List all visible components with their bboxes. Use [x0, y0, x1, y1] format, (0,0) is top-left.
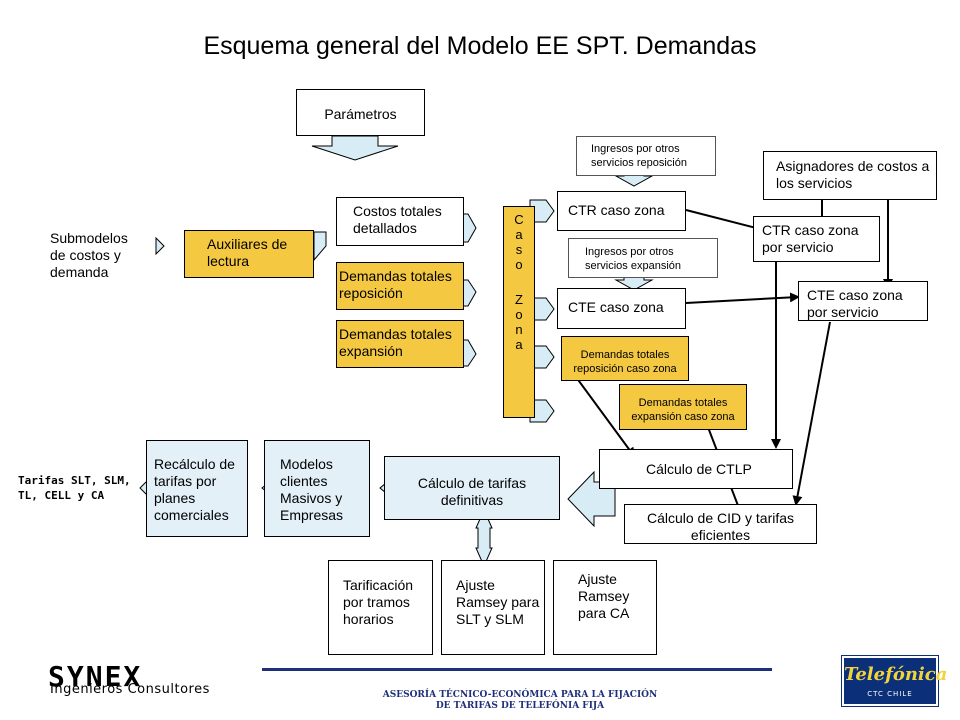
recalculo-label: Recálculo de tarifas por planes comercia… [154, 456, 235, 523]
tarifas-output-line1: Tarifas SLT, SLM, [18, 474, 131, 487]
cz-letter-5: Z [515, 292, 523, 307]
chevron-submodelos [155, 236, 165, 256]
cte-por-servicio-label: CTE caso zona por servicio [807, 287, 903, 320]
parametros-label: Parámetros [324, 106, 397, 122]
calculo-cid-label: Cálculo de CID y tarifas eficientes [646, 510, 795, 543]
ingresos-reposicion-box: Ingresos por otros servicios reposición [576, 136, 716, 176]
dem-exp-caso-zona-box: Demandas totales expansión caso zona [619, 384, 747, 430]
submodelos-label: Submodelos de costos y demanda [50, 230, 128, 280]
caso-zona-letters: C a s o Z o n a [509, 212, 529, 352]
demandas-reposicion-box: Demandas totales reposición [336, 262, 464, 310]
cte-caso-zona-label: CTE caso zona [568, 299, 664, 315]
footer-divider [262, 668, 772, 671]
asignadores-label: Asignadores de costos a los servicios [776, 158, 930, 191]
dem-exp-caso-zona-label: Demandas totales expansión caso zona [631, 397, 735, 423]
ajuste-slt-box: Ajuste Ramsey para SLT y SLM [441, 560, 545, 655]
demandas-expansion-label: Demandas totales expansión [339, 326, 452, 359]
chevron-auxiliares [313, 231, 327, 262]
block-arrow-double [475, 508, 493, 568]
cz-letter-2: s [515, 242, 523, 257]
line-demrep-to-ctlp [575, 376, 636, 458]
ctr-caso-zona-box: CTR caso zona [557, 191, 686, 231]
modelos-clientes-box: Modelos clientes Masivos y Empresas [264, 440, 370, 537]
footer-caption: ASESORÍA TÉCNICO-ECONÓMICA PARA LA FIJAC… [330, 690, 710, 712]
ctr-por-servicio-label: CTR caso zona por servicio [762, 222, 859, 255]
dem-rep-caso-zona-box: Demandas totales reposición caso zona [561, 336, 689, 381]
ctr-caso-zona-label: CTR caso zona [568, 202, 665, 218]
cz-letter-1: a [515, 227, 523, 242]
cte-caso-zona-box: CTE caso zona [557, 288, 686, 329]
ajuste-ca-label: Ajuste Ramsey para CA [578, 571, 630, 621]
cz-letter-6: o [515, 307, 523, 322]
ingresos-expansion-box: Ingresos por otros servicios expansión [568, 238, 718, 278]
ajuste-ca-box: Ajuste Ramsey para CA [553, 560, 657, 655]
demandas-reposicion-label: Demandas totales reposición [339, 268, 452, 301]
tarificacion-label: Tarificación por tramos horarios [343, 577, 414, 627]
auxiliares-box: Auxiliares de lectura [184, 230, 314, 278]
calculo-ctlp-box: Cálculo de CTLP [599, 449, 793, 489]
footer-line2: DE TARIFAS DE TELEFÓNIA FIJA [435, 701, 605, 711]
telefonica-logo-subtext: CTC CHILE [867, 690, 913, 698]
ajuste-slt-label: Ajuste Ramsey para SLT y SLM [456, 577, 540, 627]
cz-letter-3: o [515, 257, 523, 272]
calculo-ctlp-label: Cálculo de CTLP [646, 461, 752, 477]
tarifas-output-label: Tarifas SLT, SLM, TL, CELL y CA [18, 473, 131, 503]
telefonica-logo-text: Telefónica [844, 664, 948, 685]
cz-letter-7: n [515, 322, 523, 337]
cte-por-servicio-box: CTE caso zona por servicio [798, 281, 928, 321]
asignadores-box: Asignadores de costos a los servicios [763, 151, 937, 200]
recalculo-box: Recálculo de tarifas por planes comercia… [146, 440, 248, 537]
calculo-tarifas-def-box: Cálculo de tarifas definitivas [384, 456, 560, 520]
ingresos-reposicion-label: Ingresos por otros servicios reposición [591, 143, 687, 169]
modelos-clientes-label: Modelos clientes Masivos y Empresas [280, 456, 344, 523]
calculo-tarifas-def-label: Cálculo de tarifas definitivas [417, 475, 527, 508]
dem-rep-caso-zona-label: Demandas totales reposición caso zona [573, 349, 677, 375]
parametros-box: Parámetros [296, 89, 425, 136]
synex-logo: SYNEX [48, 660, 143, 693]
auxiliares-label: Auxiliares de lectura [207, 236, 288, 269]
cz-letter-4 [509, 272, 529, 292]
line-ctr-to-ctrserv [685, 209, 766, 233]
telefonica-logo: Telefónica CTC CHILE [841, 655, 948, 707]
synex-subtitle: Ingenieros Consultores [50, 682, 210, 697]
footer-line1: ASESORÍA TÉCNICO-ECONÓMICA PARA LA FIJAC… [382, 690, 658, 700]
cz-letter-0: C [514, 212, 524, 227]
line-cte-to-cteserv [685, 292, 800, 304]
demandas-expansion-box: Demandas totales expansión [336, 320, 464, 368]
costos-totales-box: Costos totales detallados [336, 197, 464, 246]
ingresos-expansion-label: Ingresos por otros servicios expansión [585, 246, 681, 272]
ctr-por-servicio-box: CTR caso zona por servicio [753, 216, 880, 262]
caso-zona-box [503, 206, 535, 418]
line-cteserv-to-cid [792, 321, 831, 506]
tarifas-output-line2: TL, CELL y CA [18, 489, 105, 502]
calculo-cid-box: Cálculo de CID y tarifas eficientes [624, 504, 817, 544]
chevron-cz4 [529, 399, 555, 423]
tarificacion-box: Tarificación por tramos horarios [328, 560, 433, 655]
page-title: Esquema general del Modelo EE SPT. Deman… [203, 32, 757, 60]
costos-totales-label: Costos totales detallados [353, 203, 442, 236]
cz-letter-8: a [515, 337, 523, 352]
block-arrow-parametros [311, 135, 399, 161]
